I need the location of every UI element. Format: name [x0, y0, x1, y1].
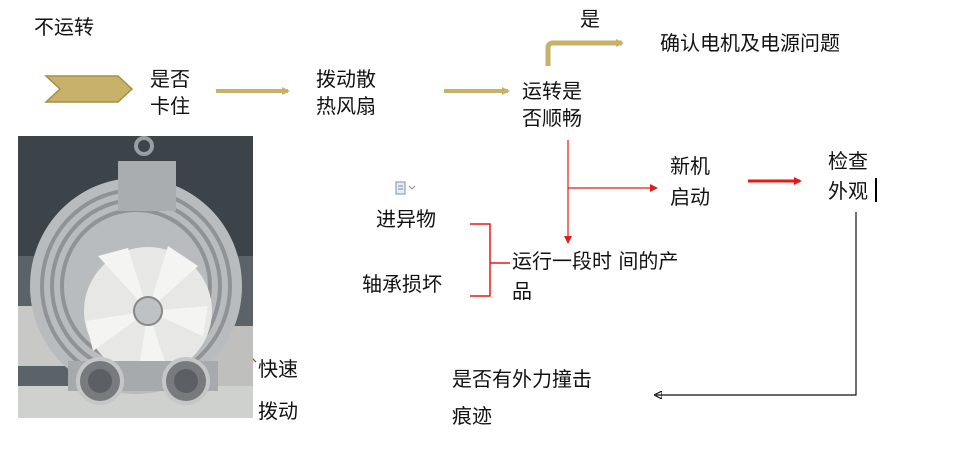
run-period-line2: 品 [512, 279, 532, 303]
bracket-foreign-bearing [470, 223, 510, 297]
quick-turn-line2: 拨动 [258, 399, 298, 423]
new-start-line2: 启动 [670, 185, 710, 209]
stuck-question-line1: 是否 [150, 67, 190, 91]
stuck-question-line2: 卡住 [150, 94, 190, 118]
turn-fan-line2: 热风扇 [316, 94, 376, 118]
line-smooth-branch [567, 140, 658, 192]
check-look-line1: 检查 [828, 149, 868, 173]
quick-turn-line1: 快速 [258, 357, 298, 381]
not-running-label: 不运转 [34, 15, 94, 39]
start-chevron-icon [44, 75, 134, 103]
arrow-yes-to-motor [545, 39, 624, 66]
foreign-object-label: 进异物 [376, 207, 436, 231]
check-motor-label: 确认电机及电源问题 [660, 31, 840, 55]
arrow-check-to-impact [656, 212, 857, 395]
yes-label: 是 [580, 7, 600, 31]
bearing-damage-label: 轴承损坏 [362, 272, 442, 296]
new-start-line1: 新机 [670, 154, 710, 178]
impact-question-line1: 是否有外力撞击 [452, 367, 592, 391]
smooth-question-line2: 否顺畅 [522, 106, 582, 130]
run-period-line1: 运行一段时 间的产 [512, 249, 679, 273]
turn-fan-line1: 拨动散 [316, 67, 376, 91]
text-cursor [875, 178, 877, 202]
smooth-question-line1: 运转是 [522, 79, 582, 103]
blower-photo [18, 136, 253, 418]
impact-question-line2: 痕迹 [452, 404, 492, 428]
check-look-line2: 外观 [828, 179, 868, 203]
document-icon [395, 180, 417, 195]
